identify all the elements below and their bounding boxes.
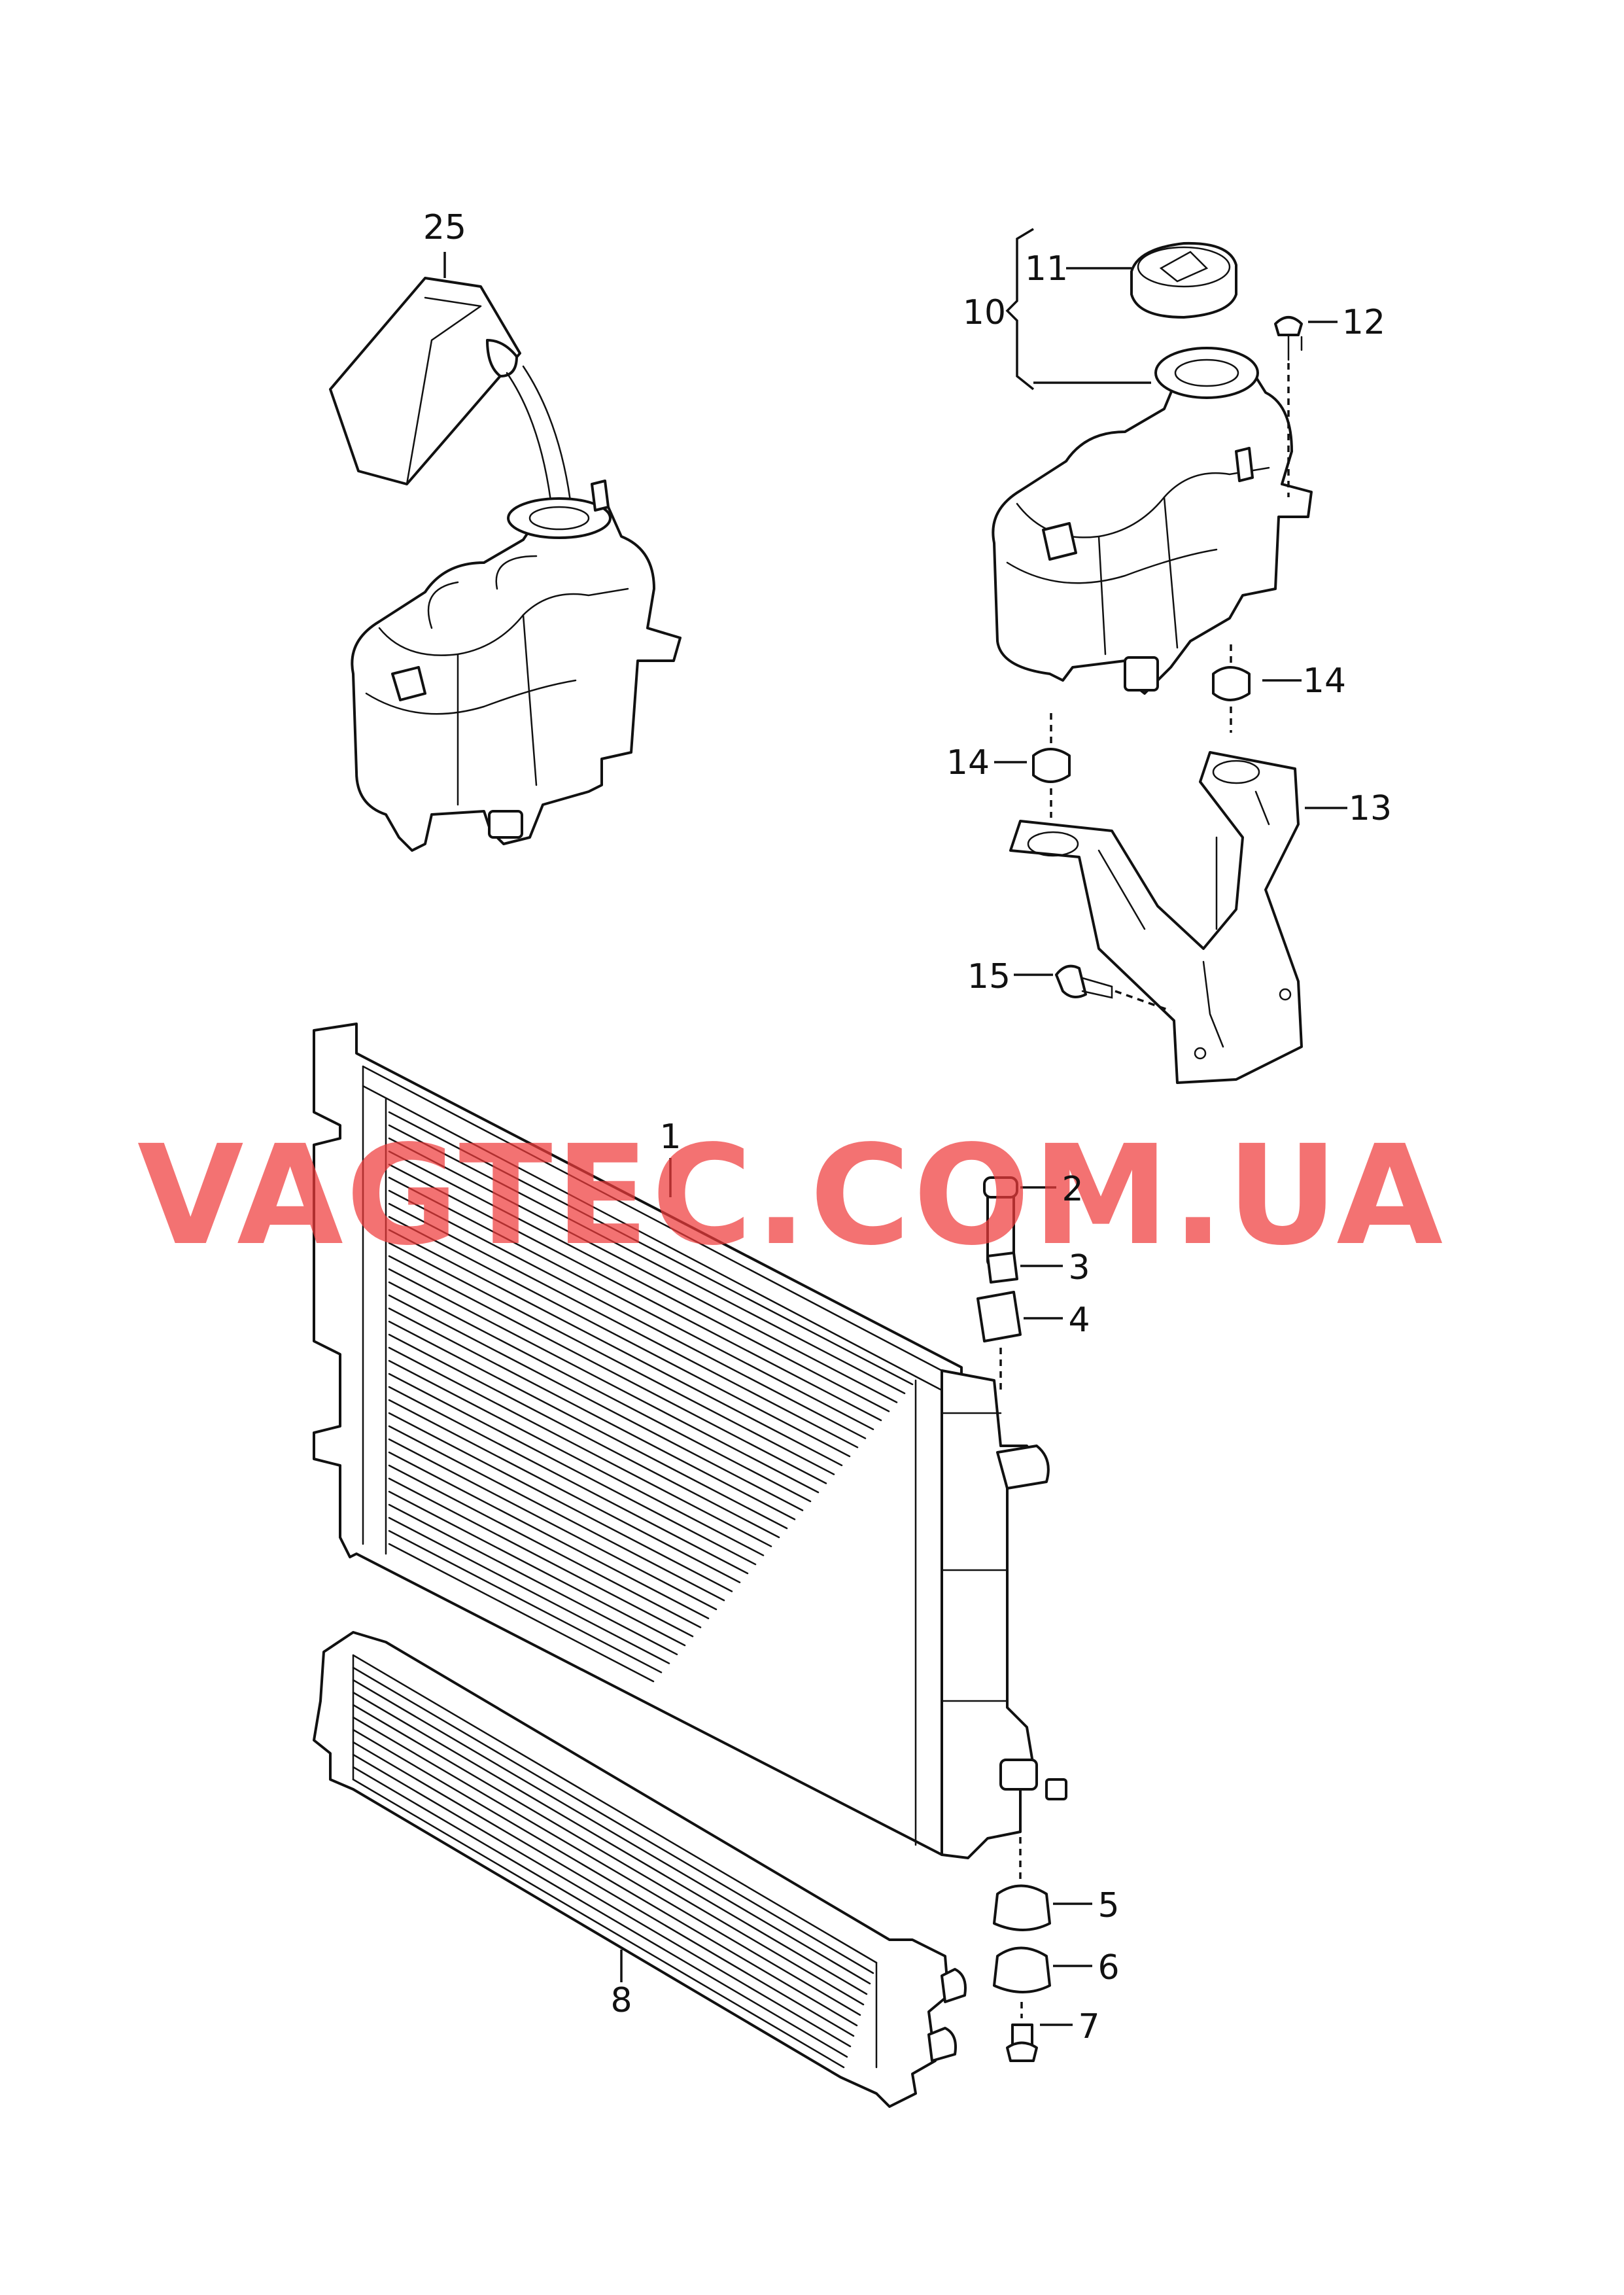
radiator bbox=[313, 1023, 1067, 1859]
radiator-fin-line bbox=[388, 1124, 906, 1395]
radiator-fin-line bbox=[388, 1216, 851, 1458]
radiator-fin-line bbox=[388, 1438, 717, 1611]
nut-14-lower bbox=[1032, 713, 1071, 818]
radiator-fin-line bbox=[388, 1346, 772, 1547]
radiator-fin-line bbox=[388, 1111, 914, 1386]
cooler-fin-line bbox=[352, 1766, 848, 2058]
radiator-fin-line bbox=[388, 1229, 843, 1467]
radiator-fins bbox=[388, 1111, 914, 1683]
radiator-fin-line bbox=[388, 1399, 741, 1583]
callout-12: 12 bbox=[1342, 303, 1385, 342]
radiator-fin-line bbox=[388, 1412, 733, 1592]
callout-7: 7 bbox=[1078, 2007, 1099, 2046]
cooler-fin-line bbox=[352, 1666, 874, 1974]
callout-2: 2 bbox=[1062, 1170, 1083, 1209]
radiator-fin-line bbox=[388, 1516, 670, 1664]
radiator-fin-line bbox=[388, 1425, 725, 1602]
leader-lines bbox=[443, 228, 1347, 2026]
callout-5: 5 bbox=[1097, 1886, 1119, 1925]
radiator-fin-line bbox=[388, 1386, 749, 1575]
radiator-fin-line bbox=[388, 1137, 898, 1403]
cooler-fin-line bbox=[352, 1753, 852, 2048]
coolant-bottle bbox=[329, 277, 574, 518]
callout-11: 11 bbox=[1025, 249, 1068, 289]
radiator-fin-line bbox=[388, 1477, 694, 1638]
cooler-fin-line bbox=[352, 1691, 868, 1995]
watermark-text: VAGTEC.COM.UA bbox=[137, 1115, 1445, 1276]
callout-labels: 25 10 11 12 14 14 13 15 1 2 3 4 5 6 7 8 bbox=[423, 208, 1392, 2046]
radiator-fin-line bbox=[388, 1150, 890, 1412]
callout-15: 15 bbox=[967, 957, 1011, 996]
radiator-fin-line bbox=[388, 1503, 678, 1656]
radiator-fin-line bbox=[388, 1359, 765, 1556]
radiator-fin-line bbox=[388, 1543, 655, 1683]
cooler-fin-line bbox=[352, 1741, 855, 2037]
callout-10: 10 bbox=[963, 293, 1006, 332]
tank-cap bbox=[1130, 241, 1237, 319]
radiator-fin-line bbox=[388, 1242, 835, 1475]
radiator-fin-line bbox=[388, 1294, 804, 1511]
radiator-fin-line bbox=[388, 1464, 702, 1628]
radiator-fin-line bbox=[388, 1281, 812, 1503]
cooler-fin-line bbox=[352, 1679, 871, 1985]
cooler-fins bbox=[352, 1666, 874, 2058]
callout-1: 1 bbox=[659, 1117, 681, 1157]
callout-3: 3 bbox=[1068, 1248, 1090, 1288]
radiator-fin-line bbox=[388, 1320, 788, 1530]
retainer-2 bbox=[983, 1176, 1018, 1267]
radiator-fin-line bbox=[388, 1268, 820, 1494]
bolt-15 bbox=[1055, 964, 1171, 1012]
cooler-fin-line bbox=[352, 1704, 865, 2006]
radiator-fin-line bbox=[388, 1202, 859, 1448]
radiator-fin-line bbox=[388, 1530, 663, 1673]
screw-12 bbox=[1274, 316, 1303, 497]
callout-6: 6 bbox=[1097, 1948, 1119, 1988]
expansion-tank-right bbox=[992, 347, 1313, 695]
cooler-fin-line bbox=[352, 1728, 858, 2027]
callout-4: 4 bbox=[1068, 1301, 1090, 1340]
nut-14-upper bbox=[1212, 644, 1251, 733]
callout-14-right: 14 bbox=[1303, 661, 1346, 701]
radiator-fin-line bbox=[388, 1163, 882, 1422]
expansion-tank-left bbox=[351, 480, 682, 852]
callout-13: 13 bbox=[1349, 789, 1392, 828]
bushing-6 bbox=[993, 1946, 1051, 1993]
radiator-fin-line bbox=[388, 1333, 780, 1539]
bushing-3 bbox=[986, 1252, 1018, 1284]
bracket-13 bbox=[1009, 751, 1303, 1084]
screw-7 bbox=[1006, 2002, 1038, 2062]
bushing-5 bbox=[993, 1825, 1051, 1931]
radiator-fin-line bbox=[388, 1255, 827, 1484]
radiator-fin-line bbox=[388, 1307, 796, 1520]
callout-25: 25 bbox=[423, 208, 466, 247]
radiator-fin-line bbox=[388, 1176, 874, 1431]
radiator-fin-line bbox=[388, 1373, 757, 1566]
bushing-4 bbox=[976, 1291, 1022, 1393]
radiator-fin-line bbox=[388, 1490, 686, 1647]
callout-8: 8 bbox=[610, 1981, 632, 2020]
callout-14-left: 14 bbox=[946, 743, 990, 782]
radiator-fin-line bbox=[388, 1451, 710, 1620]
radiator-fin-line bbox=[388, 1189, 867, 1439]
cooler-fin-line bbox=[352, 1716, 861, 2016]
